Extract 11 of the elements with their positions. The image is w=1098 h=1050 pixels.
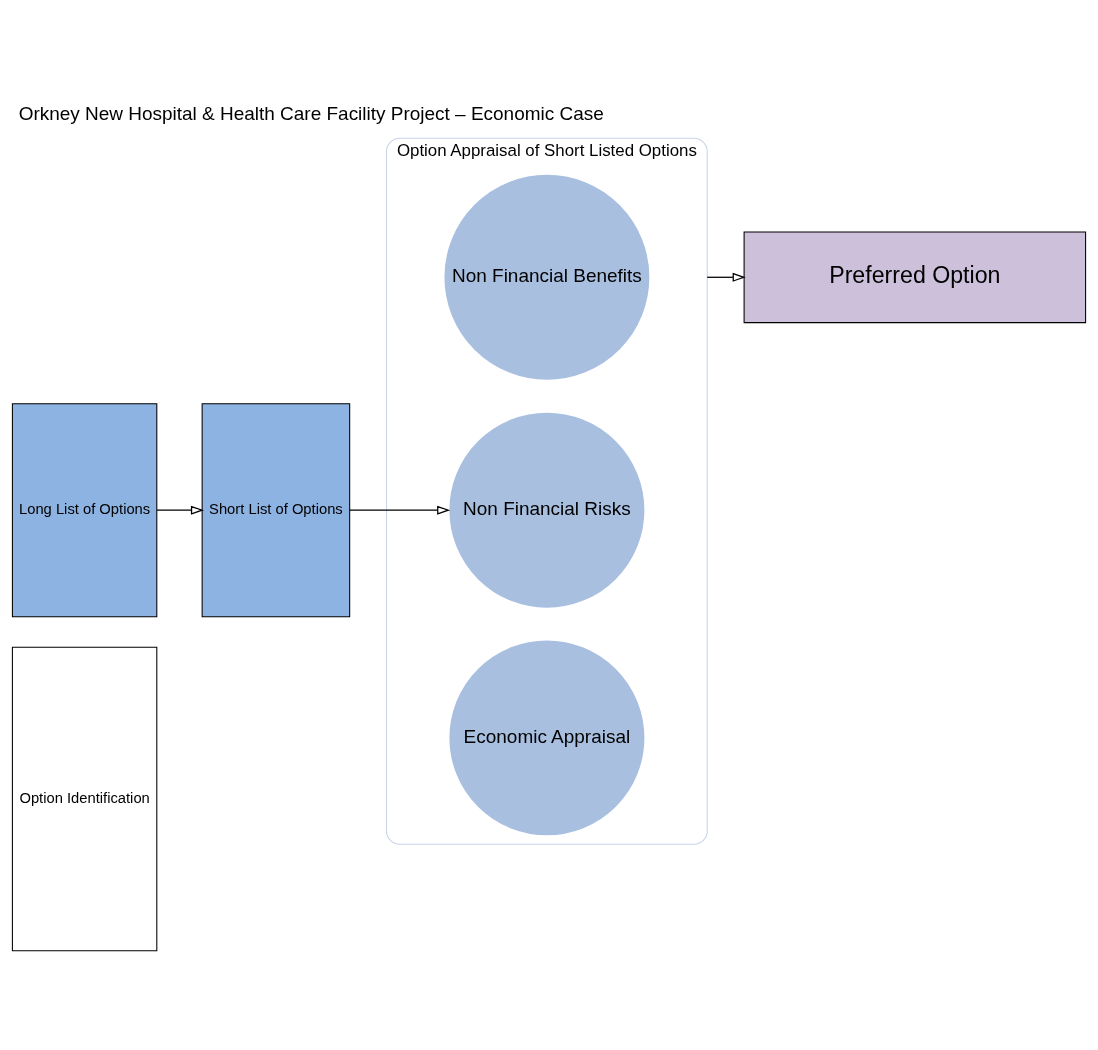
node-box: Long List of Options [11, 402, 158, 617]
arrow [706, 272, 746, 282]
node-circle: Economic Appraisal [447, 637, 647, 837]
node-circle: Non Financial Risks [447, 410, 647, 610]
diagram-title: Orkney New Hospital & Health Care Facility Project – Economic Case [18, 102, 604, 124]
node-box: Option Identification [11, 646, 158, 951]
arrow [156, 505, 204, 515]
node-box: Preferred Option [743, 230, 1087, 323]
node-circle: Non Financial Benefits [442, 172, 652, 382]
node-box: Short List of Options [201, 402, 351, 617]
arrow [349, 505, 451, 515]
